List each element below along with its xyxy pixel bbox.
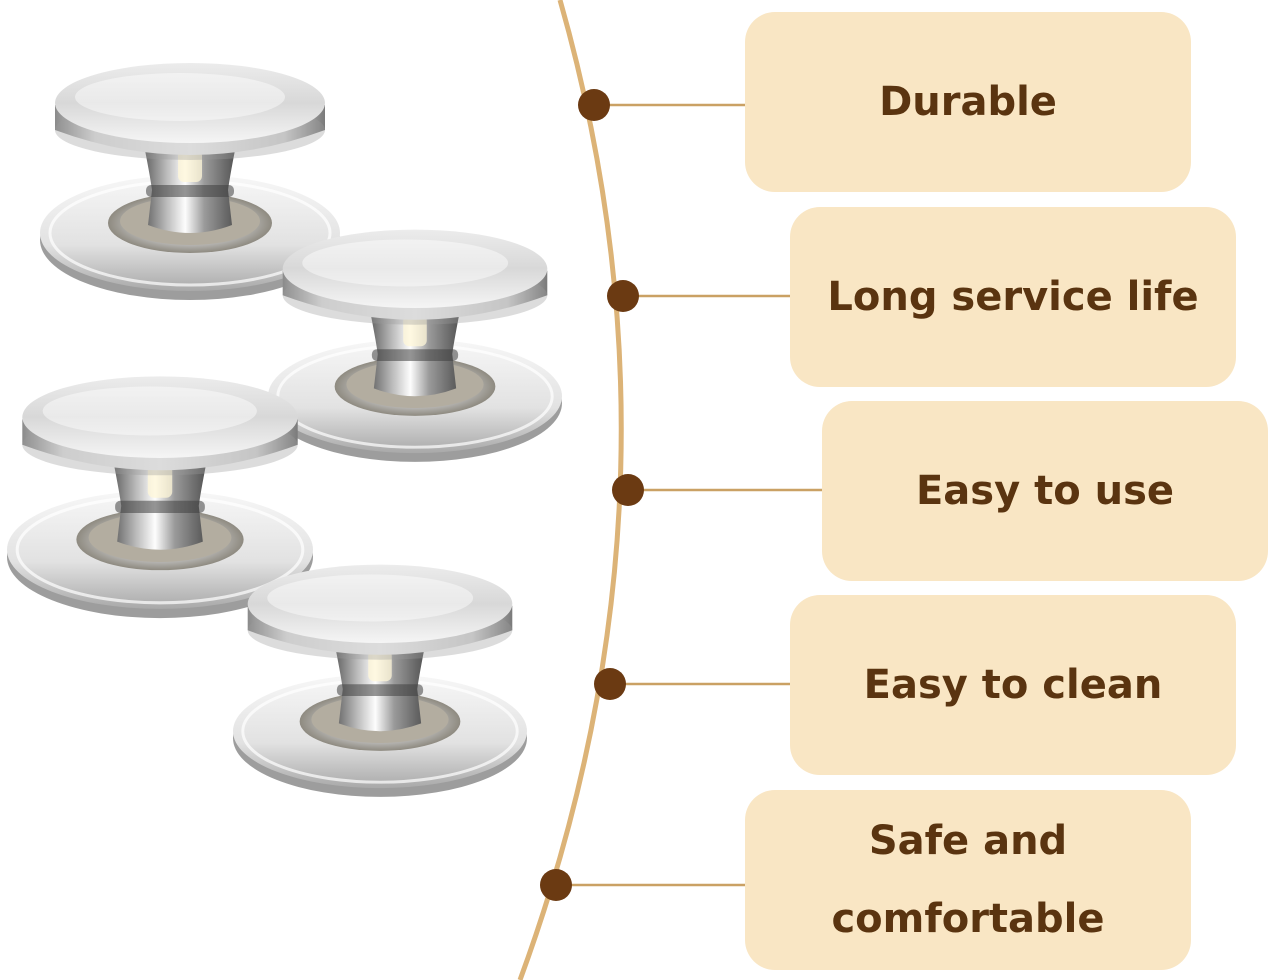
knob-product-3 (5, 374, 315, 620)
knob-product-2 (266, 228, 564, 464)
connectors (540, 89, 822, 901)
feature-box-easy-to-use: Easy to use (822, 401, 1268, 581)
feature-label-durable: Durable (879, 79, 1057, 125)
timeline-dot (540, 869, 572, 901)
feature-label-long-service-life: Long service life (827, 274, 1199, 320)
feature-box-long-service-life: Long service life (790, 207, 1236, 387)
knob-product-4 (231, 563, 529, 799)
feature-label-easy-to-clean: Easy to clean (863, 662, 1163, 708)
feature-box-durable: Durable (745, 12, 1191, 192)
timeline-dot (612, 474, 644, 506)
timeline-arc (517, 0, 624, 980)
timeline-dot (594, 668, 626, 700)
feature-label-easy-to-use: Easy to use (915, 468, 1175, 514)
feature-box-easy-to-clean: Easy to clean (790, 595, 1236, 775)
timeline-dot (578, 89, 610, 121)
feature-label-safe-and-comfortable: Safe and comfortable (831, 818, 1105, 942)
timeline-dot (607, 280, 639, 312)
feature-box-safe-and-comfortable: Safe and comfortable (745, 790, 1191, 970)
